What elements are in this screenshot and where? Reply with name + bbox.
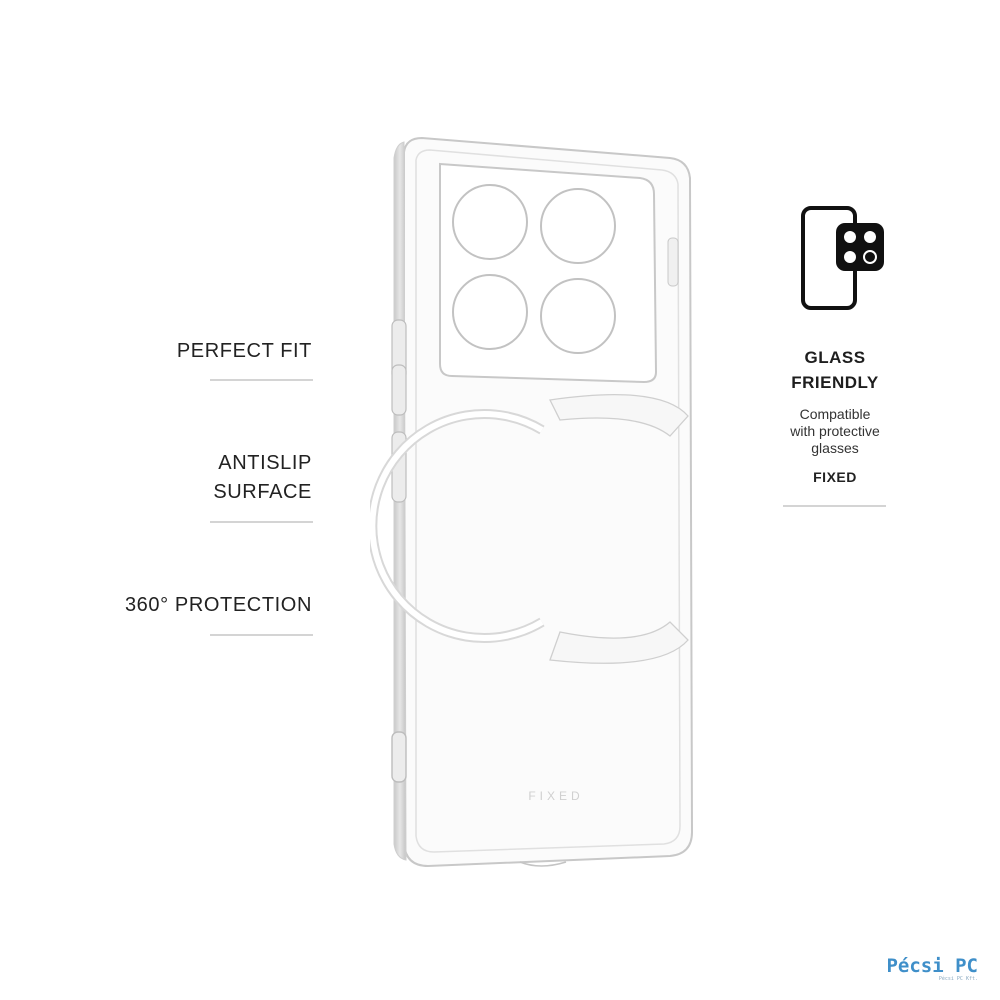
case-brand-emboss: FIXED [528,789,583,803]
lens-ring [540,188,616,264]
divider [783,505,886,507]
glass-friendly-description: Compatible with protective glasses [760,406,910,457]
desc-line: Compatible [799,406,871,422]
feature-label: 360° PROTECTION [124,594,312,616]
volume-button [391,364,407,416]
feature-antislip-surface: ANTISLIP SURFACE [213,449,312,507]
watermark-subtext: Pécsi PC Kft. [938,976,978,982]
feature-360-protection: 360° PROTECTION [125,591,312,620]
divider [210,521,313,523]
lens-ring [452,274,528,350]
feature-label: SURFACE [213,481,312,503]
desc-line: glasses [811,440,859,456]
desc-line: with protective [790,423,880,439]
phone-with-camera-protector-icon [801,206,884,310]
title-line: FRIENDLY [791,373,879,392]
feature-perfect-fit: PERFECT FIT [177,337,312,366]
glass-brand-label: FIXED [813,469,857,485]
divider [210,379,313,381]
store-watermark-logo: Pécsi PC Pécsi PC Kft. [886,956,978,982]
title-line: GLASS [804,348,866,367]
lens-ring [452,184,528,260]
clear-phone-case-image: FIXED [370,136,694,868]
feature-label: PERFECT FIT [176,340,312,362]
divider [210,634,313,636]
watermark-text: Pécsi PC [886,955,978,977]
lens-ring [540,278,616,354]
feature-label: ANTISLIP [218,452,312,474]
glass-friendly-title: GLASS FRIENDLY [760,345,910,395]
lanyard-hole [391,731,407,783]
